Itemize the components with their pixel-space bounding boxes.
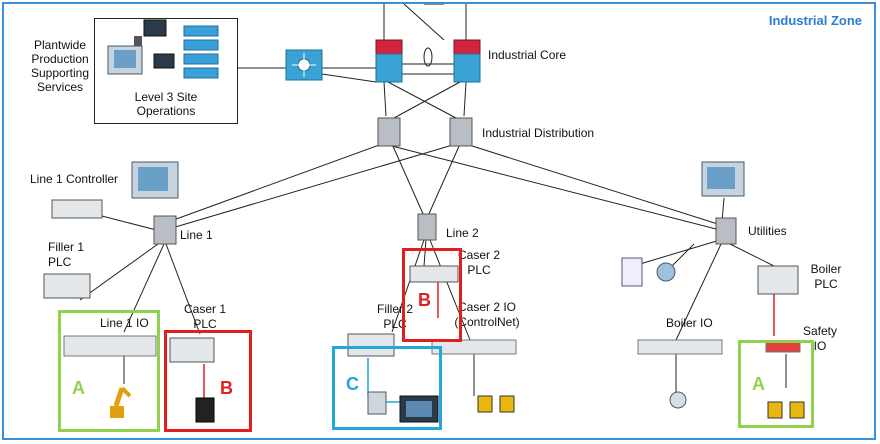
- caser1-plc-label: Caser 1 PLC: [183, 302, 227, 331]
- utility-hmi-icon: [701, 161, 745, 197]
- letter-b-center: B: [418, 290, 431, 310]
- utilities-label: Utilities: [748, 224, 787, 238]
- safety-io-label: Safety IO: [802, 324, 838, 353]
- distribution-switch-icon: [377, 117, 473, 147]
- caser2-io-label: Caser 2 IO (ControlNet): [454, 300, 520, 329]
- small-controller-icon: [367, 391, 439, 423]
- access-switch-icon: [153, 213, 737, 245]
- highlight-box-b-left: [164, 330, 252, 432]
- server-stack-icon: [183, 25, 219, 79]
- boiler-plc-label: Boiler PLC: [810, 262, 842, 291]
- line2-label: Line 2: [446, 226, 479, 240]
- sensor-pair-icon: [477, 395, 805, 419]
- boiler-io-label: Boiler IO: [666, 316, 713, 330]
- industrial-zone-frame: Industrial Zone Plantwide Production Sup…: [2, 2, 876, 440]
- letter-c: C: [346, 374, 359, 394]
- highlight-box-a-left: [58, 310, 160, 432]
- highlight-box-a-right: [738, 340, 814, 428]
- level3-label: Level 3 Site Operations: [134, 90, 198, 118]
- core-switch-icon: [375, 39, 481, 83]
- line1-io-label: Line 1 IO: [100, 316, 149, 330]
- letter-a-left: A: [72, 378, 85, 398]
- flow-meter-icon: [669, 391, 687, 409]
- letter-b-left: B: [220, 378, 233, 398]
- io-module-icon: [63, 335, 801, 357]
- highlight-box-b-center: [402, 248, 462, 342]
- level3-box: [94, 18, 238, 124]
- industrial-distribution-label: Industrial Distribution: [482, 126, 595, 140]
- plc-rack-icon: [43, 199, 799, 363]
- instrument-icon: [621, 257, 676, 287]
- zone-title: Industrial Zone: [768, 13, 862, 28]
- network-diagram: [43, 4, 805, 423]
- highlight-box-c: [332, 346, 442, 430]
- filler1-plc-label: Filler 1 PLC: [48, 240, 85, 269]
- services-label: Plantwide Production Supporting Services: [30, 38, 90, 94]
- caser2-plc-label: Caser 2 PLC: [457, 248, 501, 277]
- line1-label: Line 1: [180, 228, 213, 242]
- industrial-core-label: Industrial Core: [488, 48, 567, 62]
- network-links: [79, 4, 775, 396]
- hmi-panel-icon: [107, 45, 143, 75]
- line1-controller-label: Line 1 Controller: [30, 172, 119, 186]
- robot-arm-icon: [110, 386, 132, 418]
- drive-icon: [195, 397, 215, 423]
- letter-a-right: A: [752, 374, 765, 394]
- firewall-switch-icon: [285, 49, 323, 81]
- controller-hmi-icon: [131, 161, 179, 199]
